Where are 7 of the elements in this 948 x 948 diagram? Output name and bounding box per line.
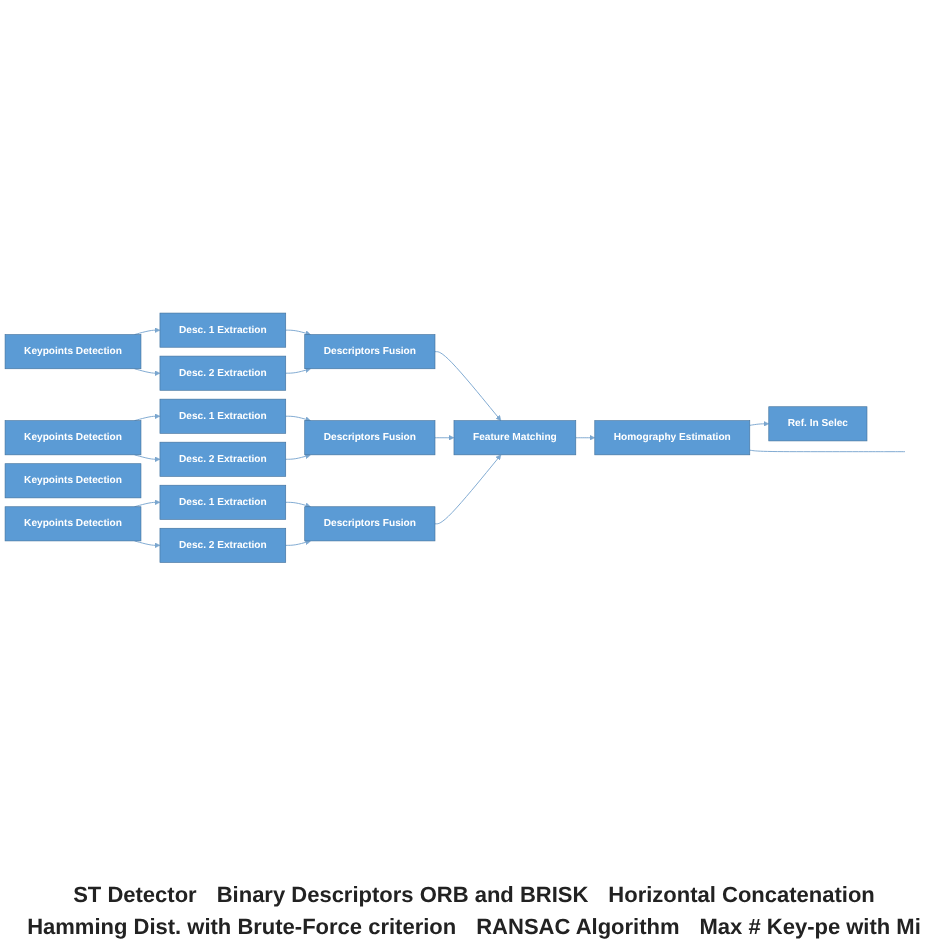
column-caption: Max # Key-pe with Mi xyxy=(699,916,921,940)
connector xyxy=(749,449,906,453)
column-caption: ST Detector xyxy=(73,884,197,908)
column-caption: Binary Descriptors ORB and BRISK xyxy=(216,884,589,908)
column-caption: Horizontal Concatenation xyxy=(608,884,875,908)
column-caption: RANSAC Algorithm xyxy=(476,916,680,940)
column-caption: Hamming Dist. with Brute-Force criterion xyxy=(27,916,457,940)
